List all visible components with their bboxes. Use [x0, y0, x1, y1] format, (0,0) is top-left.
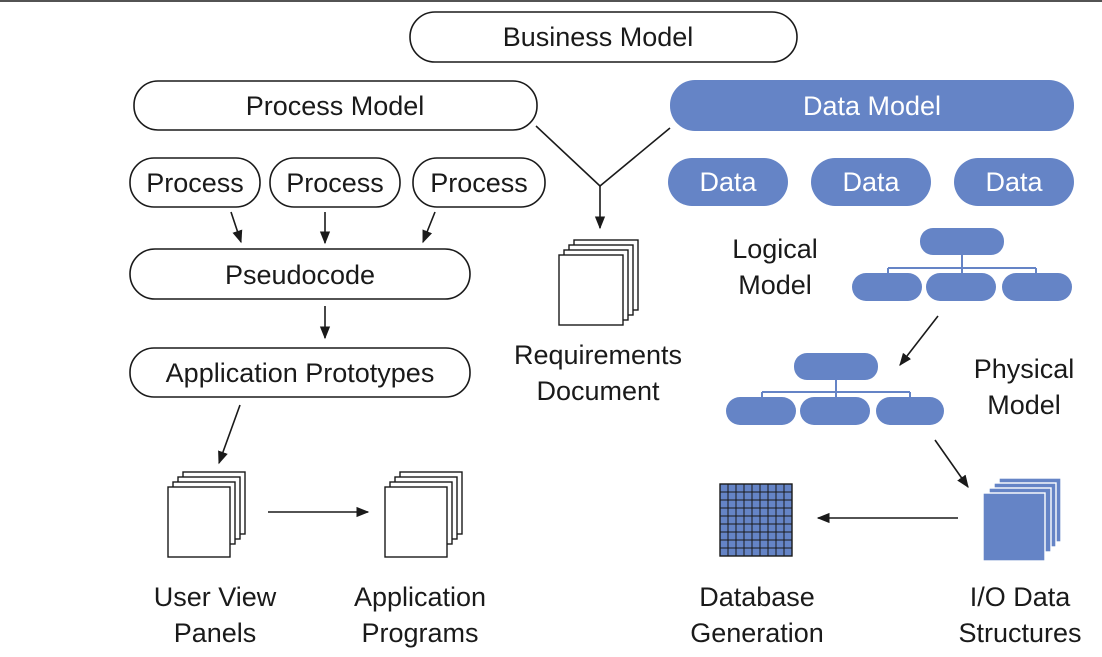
arrow	[899, 315, 939, 367]
user-view-panels-label-line2: Panels	[174, 618, 257, 648]
data-label: Data	[985, 167, 1043, 197]
logical-model-tree-icon	[852, 228, 1072, 301]
business-model-node: Business Model	[409, 11, 798, 63]
user-view-panels-label-line1: User View	[154, 582, 277, 612]
process-model-node: Process Model	[133, 80, 538, 131]
application-programs-label-line2: Programs	[361, 618, 478, 648]
arrow	[230, 211, 243, 244]
data-node: Data	[954, 158, 1074, 206]
process-node: Process	[129, 157, 261, 208]
logical-model-label-line1: Logical	[732, 234, 818, 264]
requirements-document-label-line2: Document	[536, 376, 660, 406]
process-label: Process	[430, 168, 528, 198]
database-generation-label-line1: Database	[699, 582, 815, 612]
physical-model-label-line2: Model	[987, 390, 1061, 420]
data-node: Data	[811, 158, 931, 206]
process-label: Process	[146, 168, 244, 198]
physical-model-tree-icon	[726, 353, 944, 425]
process-model-label: Process Model	[246, 91, 425, 121]
requirements-connector	[535, 125, 671, 230]
database-grid-icon	[719, 483, 793, 557]
requirements-document-label-line1: Requirements	[514, 340, 682, 370]
io-data-structures-document-icon	[982, 477, 1062, 562]
data-node: Data	[668, 158, 788, 206]
application-programs-label-line1: Application	[354, 582, 486, 612]
data-label: Data	[699, 167, 757, 197]
user-view-panels-document-icon	[167, 471, 246, 558]
database-generation-label-line2: Generation	[690, 618, 824, 648]
process-label: Process	[286, 168, 384, 198]
data-model-label: Data Model	[803, 91, 941, 121]
io-data-structures-label-line1: I/O Data	[970, 582, 1072, 612]
pseudocode-node: Pseudocode	[129, 248, 471, 300]
arrow	[934, 439, 969, 489]
requirements-document-icon	[558, 239, 639, 326]
process-node: Process	[269, 157, 401, 208]
process-node: Process	[412, 157, 546, 208]
application-prototypes-node: Application Prototypes	[129, 347, 471, 398]
data-model-node: Data Model	[670, 80, 1074, 131]
logical-model-label-line2: Model	[738, 270, 812, 300]
data-label: Data	[842, 167, 900, 197]
arrow	[422, 211, 436, 244]
pseudocode-label: Pseudocode	[225, 260, 375, 290]
arrow	[218, 404, 241, 465]
io-data-structures-label-line2: Structures	[958, 618, 1081, 648]
business-model-label: Business Model	[503, 22, 694, 52]
application-programs-document-icon	[384, 471, 463, 558]
physical-model-label-line1: Physical	[974, 354, 1075, 384]
application-prototypes-label: Application Prototypes	[166, 358, 435, 388]
